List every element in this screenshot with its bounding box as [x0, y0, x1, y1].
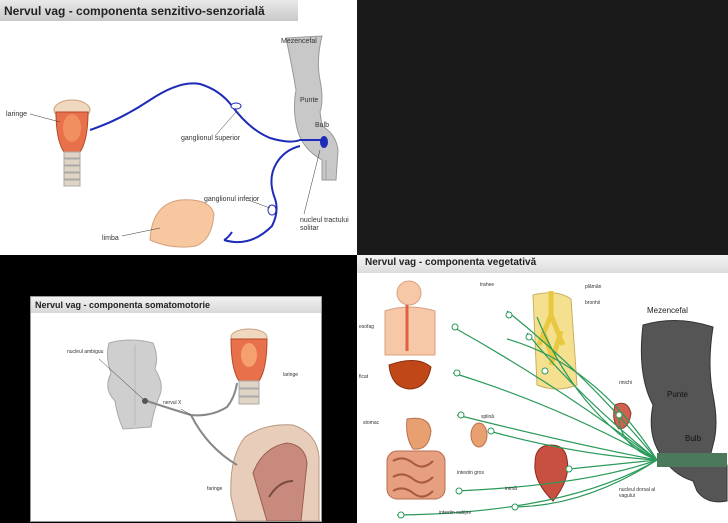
label-intestin-gros: intestin gros [457, 470, 484, 476]
stomach-shape [406, 417, 432, 450]
bulb-nucleus-band [657, 453, 727, 467]
brainstem-shape [640, 319, 728, 503]
label-nucleu-tractului: nucleul tractului solitar [300, 217, 349, 233]
torso-body [384, 306, 436, 356]
panel-title: Nervul vag - componenta somatomotorie [35, 300, 211, 310]
label-bulb: Bulb [315, 122, 330, 129]
label-faringe: faringe [207, 486, 223, 492]
nerve-x-branch [190, 414, 238, 466]
panel-title: Nervul vag - componenta senzitivo-senzor… [4, 4, 265, 18]
ganglion-inferior [267, 204, 277, 216]
label-rinichi: rinichi [619, 380, 633, 386]
nerve-x-path [146, 382, 238, 417]
title-band [31, 297, 321, 313]
somatomotor-frame: Nervul vag - componenta somatomotorie [30, 296, 322, 522]
label-inima: inimă [505, 486, 517, 492]
leader-ganglion-superior [214, 111, 237, 137]
trachea-ring [63, 151, 81, 159]
ganglion-superior [230, 102, 242, 110]
trachea-ring [238, 396, 260, 405]
leader-nerv-x [180, 408, 192, 416]
panel-vegetative-component: Nervul vag - componenta vegetativă [357, 255, 728, 523]
brainstem-shape [285, 35, 339, 181]
label-punte: Punte [667, 390, 688, 399]
bronchi-tree [536, 291, 566, 366]
panel-sensory-component: Nervul vag - componenta senzitivo-senzor… [0, 0, 357, 255]
vegetative-diagram [384, 280, 728, 519]
larynx-inner [63, 114, 81, 142]
leader-nucleu-ambiguu [98, 358, 144, 400]
spleen-shape [470, 422, 488, 448]
liver-shape [388, 360, 432, 390]
trachea-ring [238, 380, 260, 389]
nucleus-solitary [320, 136, 328, 148]
tongue-shape [149, 199, 215, 248]
label-punte: Punte [300, 97, 319, 104]
brainstem-shape [106, 339, 162, 430]
label-nerv-x: nervul X [163, 400, 182, 406]
label-plaman: plămân [585, 284, 602, 290]
label-ganglion-inferior: ganglionul inferior [204, 196, 260, 203]
sensory-diagram [29, 35, 339, 248]
label-bronhii: bronhii [585, 300, 601, 306]
trachea-ring [63, 165, 81, 173]
label-laringe: laringe [283, 372, 299, 378]
pharynx-shape [252, 442, 308, 521]
leader-laringe [29, 113, 61, 123]
intestine-coils [392, 457, 434, 498]
trachea-ring [238, 388, 260, 397]
label-esofag: esofag [359, 324, 375, 330]
panel-somatomotor-component: Nervul vag - componenta somatomotorie [0, 255, 357, 523]
label-bulb: Bulb [685, 434, 702, 443]
label-stomac: stomac [363, 420, 380, 426]
label-nucleu-ambiguu: nucleul ambiguu [67, 349, 104, 355]
trachea-ring [63, 172, 81, 180]
label-laringe: laringe [6, 111, 28, 118]
nerve-inferior [223, 145, 301, 244]
ganglia [397, 311, 623, 519]
somatomotor-diagram [98, 328, 320, 521]
leader-ganglion-inferior [247, 199, 271, 209]
label-mezencefal: Mezencefal [281, 38, 317, 45]
label-splina: splină [481, 414, 495, 420]
nerve-tongue-branch [223, 231, 233, 241]
larynx-inner [241, 343, 257, 367]
torso-head [396, 280, 422, 306]
label-intestin-subtire: intestin subţire [439, 510, 472, 516]
label-nucleu-dorsal: nucleul dorsal al vagului [619, 487, 656, 499]
label-mezencefal: Mezencefal [647, 306, 688, 315]
vagal-fibres [396, 310, 658, 516]
trachea-ring [63, 158, 81, 166]
pharynx-wall [268, 480, 294, 498]
title-band [0, 0, 298, 21]
title-band [357, 255, 728, 273]
label-ficat: ficat [359, 374, 369, 380]
leader-limba [121, 227, 161, 237]
label-limba: limba [102, 235, 119, 242]
trachea-ring [63, 179, 81, 187]
panel-title: Nervul vag - componenta vegetativă [365, 257, 537, 268]
leader-nucleu [303, 149, 321, 215]
nucleus-ambiguus [142, 398, 148, 404]
label-trahee: trahee [480, 282, 495, 288]
label-ganglion-superior: ganglionul superior [181, 135, 241, 142]
nerve-superior [89, 82, 326, 143]
heart-shape [534, 444, 569, 502]
